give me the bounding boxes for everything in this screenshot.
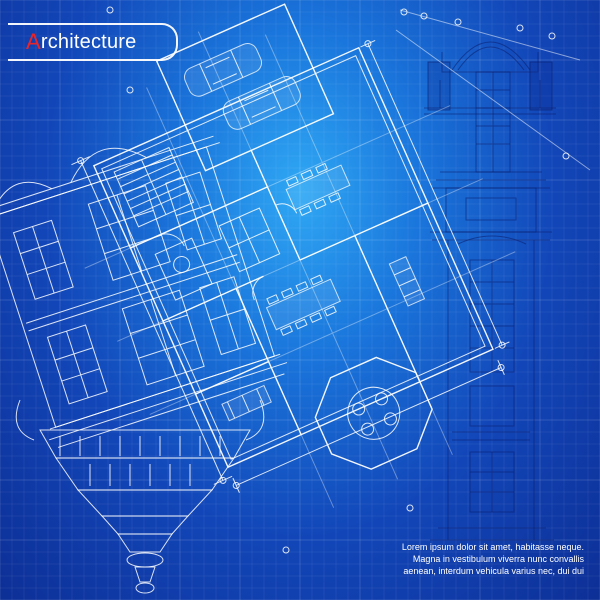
caption-line-3: aenean, interdum vehicula varius nec, du… (403, 566, 584, 576)
octagon-room (314, 356, 433, 470)
car-icon (183, 43, 263, 97)
dining-table (265, 274, 341, 337)
sofa (388, 256, 426, 307)
caption-text: Lorem ipsum dolor sit amet, habitasse ne… (344, 541, 584, 577)
caption-line-1: Lorem ipsum dolor sit amet, habitasse ne… (401, 542, 584, 552)
sofa (221, 384, 272, 422)
dining-table (285, 162, 351, 216)
car-icon (222, 76, 301, 130)
caption-line-2: Magna in vestibulum viverra nunc convall… (412, 554, 584, 564)
tower-elevation (424, 41, 556, 541)
stairs (113, 146, 195, 228)
dimension-markers (106, 6, 591, 554)
floor-plan (71, 3, 516, 508)
title-first-letter: A (26, 29, 41, 54)
ornate-base (15, 399, 265, 594)
left-elevation (0, 135, 288, 448)
title-text: rchitecture (40, 30, 137, 53)
